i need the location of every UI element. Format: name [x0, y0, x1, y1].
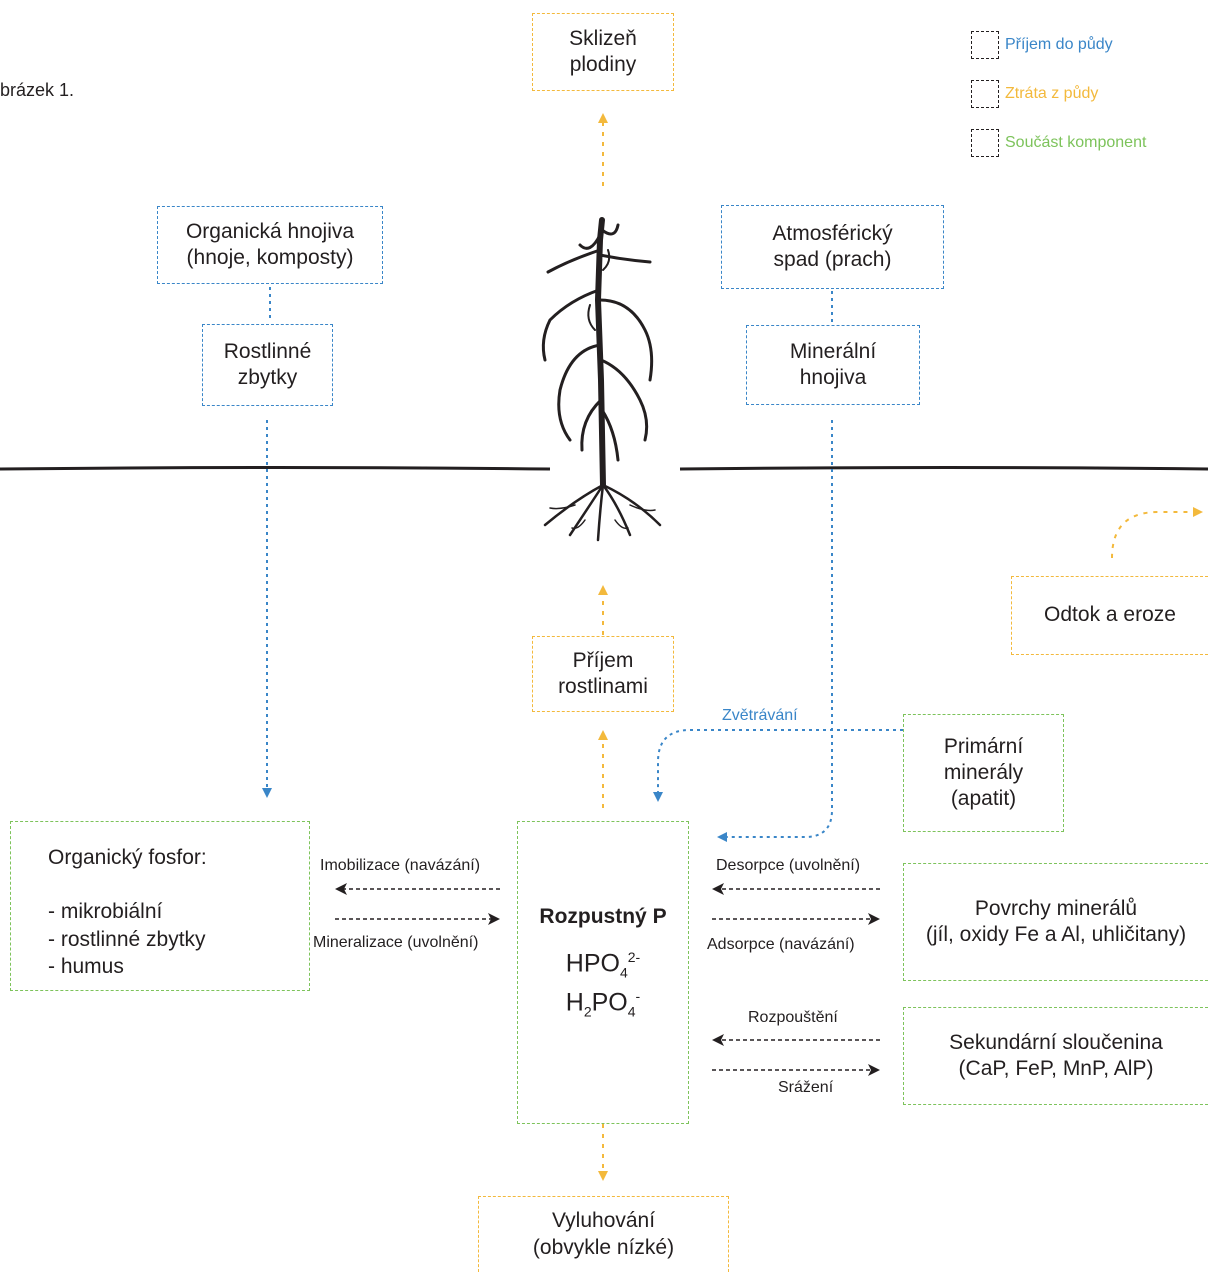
organic-item-microbial: - mikrobiální [48, 900, 163, 924]
hpo4-ion: HPO42- [565, 949, 641, 981]
harvest-box: Sklizeň plodiny [532, 13, 674, 91]
mineral-surfaces-box: Povrchy minerálů (jíl, oxidy Fe a Al, uh… [903, 863, 1208, 981]
mineral-fertilizer-arrow [717, 420, 833, 842]
plant-icon [541, 217, 662, 542]
ground-line-right [679, 466, 1208, 471]
precipitation-label: Srážení [778, 1079, 834, 1096]
organic-item-humus: - humus [48, 954, 124, 978]
adsorption-label: Adsorpce (navázání) [707, 936, 855, 953]
weathering-label: Zvětrávání [722, 707, 798, 724]
organic-fertilizers-box: Organická hnojiva (hnoje, komposty) [157, 206, 383, 284]
legend-item-component: Součást komponent [971, 129, 1146, 157]
legend-label-component: Součást komponent [1005, 134, 1147, 151]
legend-label-loss: Ztráta z půdy [1005, 85, 1099, 102]
h2po4-ion: H2PO4- [565, 988, 641, 1020]
immobilization-label: Imobilizace (navázání) [320, 857, 481, 874]
atmospheric-deposition-box: Atmosférický spad (prach) [721, 205, 944, 289]
legend-label-input: Příjem do půdy [1005, 36, 1113, 53]
legend-item-input: Příjem do půdy [971, 31, 1113, 59]
soluble-p-title: Rozpustný P [539, 905, 667, 928]
figure-caption: brázek 1. [0, 80, 75, 100]
ground-line-left [0, 466, 551, 471]
organic-phosphorus-title: Organický fosfor: [48, 846, 207, 869]
legend-swatch-input [971, 31, 999, 59]
legend-swatch-component [971, 129, 999, 157]
secondary-compound-box: Sekundární sloučenina (CaP, FeP, MnP, Al… [903, 1007, 1208, 1105]
mineralization-label: Mineralizace (uvolnění) [313, 934, 479, 951]
mineral-fertilizers-box: Minerální hnojiva [746, 325, 920, 405]
plant-residues-box: Rostlinné zbytky [202, 324, 333, 406]
soluble-p-content: Rozpustný P HPO42- H2PO4- [517, 905, 689, 1020]
plant-uptake-box: Příjem rostlinami [532, 636, 674, 712]
soluble-p-box [517, 821, 689, 1124]
primary-minerals-box: Primární minerály (apatit) [903, 714, 1064, 832]
runoff-erosion-box: Odtok a eroze [1011, 576, 1208, 655]
weathering-arrow [653, 729, 903, 802]
organic-item-residues: - rostlinné zbytky [48, 927, 206, 951]
dissolution-label: Rozpouštění [748, 1009, 838, 1026]
desorption-label: Desorpce (uvolnění) [716, 857, 861, 874]
organic-phosphorus-text: Organický fosfor: - mikrobiální - rostli… [48, 844, 207, 980]
organic-phosphorus-box [10, 821, 310, 991]
runoff-arrow [1111, 507, 1203, 559]
legend-swatch-loss [971, 80, 999, 108]
legend-item-loss: Ztráta z půdy [971, 80, 1098, 108]
leaching-box: Vyluhování (obvykle nízké) [478, 1196, 729, 1272]
